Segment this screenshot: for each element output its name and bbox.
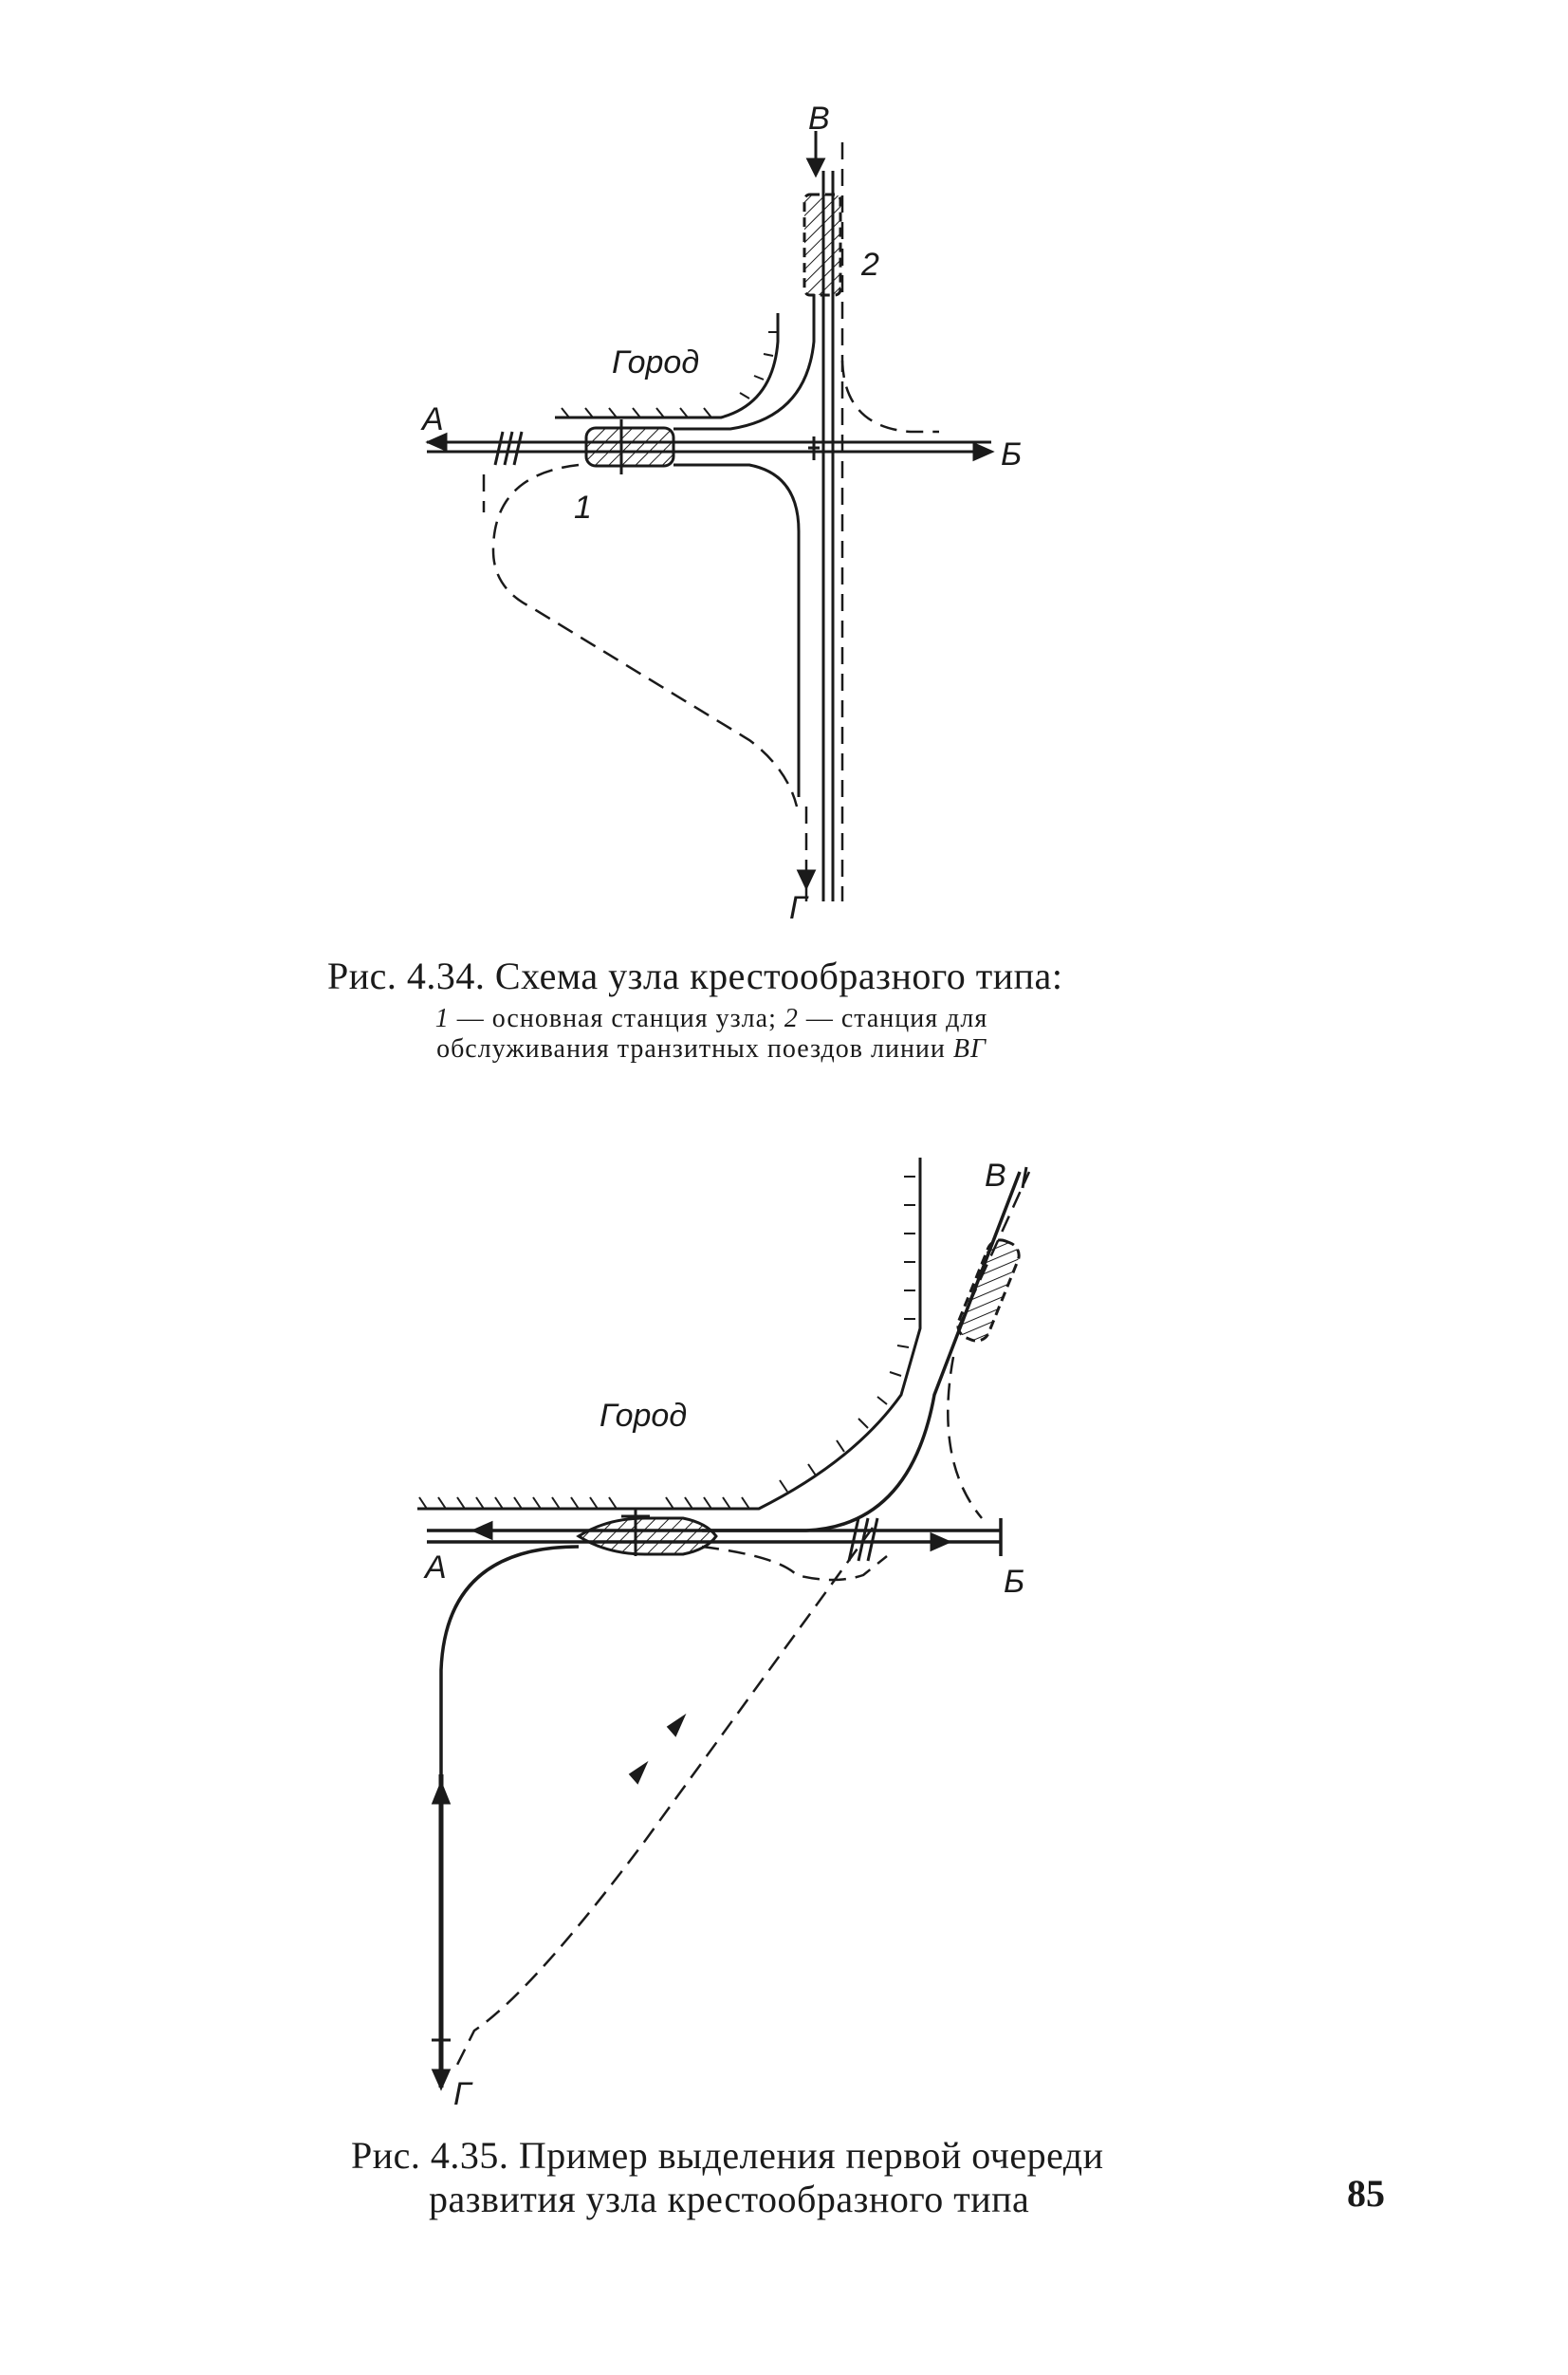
station-1 xyxy=(584,426,675,468)
city-boundary xyxy=(555,313,780,419)
fig435-label-a: А xyxy=(425,1549,447,1586)
fig434-caption-title: Рис. 4.34. Схема узла крестообразного ти… xyxy=(327,955,1063,997)
fig434-caption-legend: 1 — основная станция узла; 2 — станция д… xyxy=(379,1004,1043,1065)
fig434-label-1: 1 xyxy=(574,490,592,526)
fig435-label-v: В xyxy=(985,1158,1006,1194)
dashed-b-g xyxy=(453,1527,875,2069)
legend-1-number: 1 xyxy=(434,1004,450,1033)
fig434-label-g: Г xyxy=(789,890,807,926)
fig435-label-b: Б xyxy=(1004,1564,1025,1600)
fig434-label-a: А xyxy=(422,401,444,437)
dashed-loop-a-g xyxy=(491,463,799,807)
fig434-label-city: Город xyxy=(612,344,700,380)
legend-2-number: 2 xyxy=(784,1004,799,1033)
station-v-line xyxy=(956,1238,1021,1343)
legend-line-vg: ВГ xyxy=(952,1034,987,1064)
fig435-label-city: Город xyxy=(600,1398,688,1434)
station-main-2 xyxy=(576,1516,718,1556)
curve-to-v-2 xyxy=(702,1171,1022,1532)
fig435-caption-line1: Рис. 4.35. Пример выделения первой очере… xyxy=(351,2134,1104,2177)
fig434-label-v: В xyxy=(808,101,830,137)
fig435-caption-line2: развития узла крестообразного типа xyxy=(429,2178,1030,2220)
dashed-around-station xyxy=(701,1545,888,1582)
curve-a-g xyxy=(673,463,801,797)
legend-1-text: — основная станция узла; xyxy=(449,1004,784,1033)
page-number: 85 xyxy=(1347,2172,1385,2215)
curve-a-g-2 xyxy=(439,1545,580,2087)
fig435-label-g: Г xyxy=(453,2076,471,2112)
city-boundary-2 xyxy=(417,1158,922,1511)
station-2 xyxy=(802,193,842,297)
fig434-label-b: Б xyxy=(1001,436,1023,473)
fig434-label-2: 2 xyxy=(861,247,879,283)
dashed-v-b xyxy=(840,360,939,434)
legend-2-text: — станция для обслуживания транзитных по… xyxy=(436,1004,988,1064)
curve-a-v xyxy=(673,294,816,431)
figure-4-34-diagram xyxy=(425,131,995,901)
dashed-v-b-2 xyxy=(947,1356,983,1519)
